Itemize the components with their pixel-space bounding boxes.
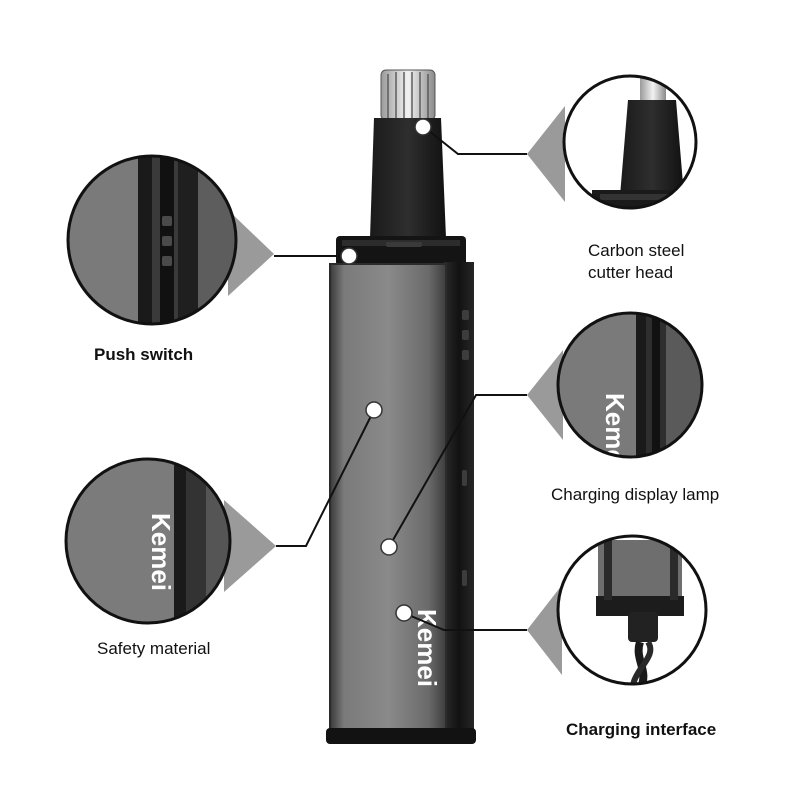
- dot-carbon: [414, 118, 432, 136]
- wedge-carbon: [527, 106, 565, 202]
- callout-circle-interface: [556, 534, 708, 686]
- wedge-lamp: [527, 350, 563, 440]
- leader-lamp: [388, 394, 527, 548]
- label-carbon-line2: cutter head: [588, 263, 674, 282]
- callout-circle-push: [66, 154, 238, 326]
- label-carbon-line1: Carbon steel: [588, 241, 685, 260]
- cutter-head: [370, 118, 446, 238]
- label-push-switch: Push switch: [94, 345, 194, 364]
- safety-brand-text: Kemei: [146, 513, 176, 591]
- dot-interface: [395, 604, 413, 622]
- label-safety-material: Safety material: [97, 639, 211, 658]
- side-rail: [444, 262, 474, 732]
- callout-circle-carbon: [562, 74, 698, 210]
- label-charging-interface: Charging interface: [566, 720, 717, 739]
- leader-interface: [403, 612, 527, 631]
- lamp-brand-text: Kemei: [600, 393, 630, 471]
- dot-push: [340, 247, 358, 265]
- dot-lamp: [380, 538, 398, 556]
- dot-safety: [365, 401, 383, 419]
- body-base: [326, 728, 476, 744]
- leader-safety: [276, 409, 375, 547]
- label-carbon-steel: Carbon steel cutter head: [588, 240, 684, 284]
- cutter-tip: [380, 69, 436, 121]
- wedge-interface: [527, 585, 562, 675]
- trimmer-device: Kemei: [326, 69, 476, 744]
- body-panel: [330, 264, 446, 734]
- label-charging-lamp: Charging display lamp: [551, 485, 720, 504]
- callout-circle-safety: Kemei: [64, 457, 232, 625]
- callout-circle-lamp: Kemei: [556, 311, 704, 471]
- leader-carbon: [423, 126, 527, 155]
- marker-dots: [340, 118, 432, 622]
- leader-lines: [274, 126, 527, 631]
- body-brand-text: Kemei: [412, 609, 442, 687]
- wedge-safety: [224, 500, 276, 592]
- wedge-push: [228, 210, 274, 296]
